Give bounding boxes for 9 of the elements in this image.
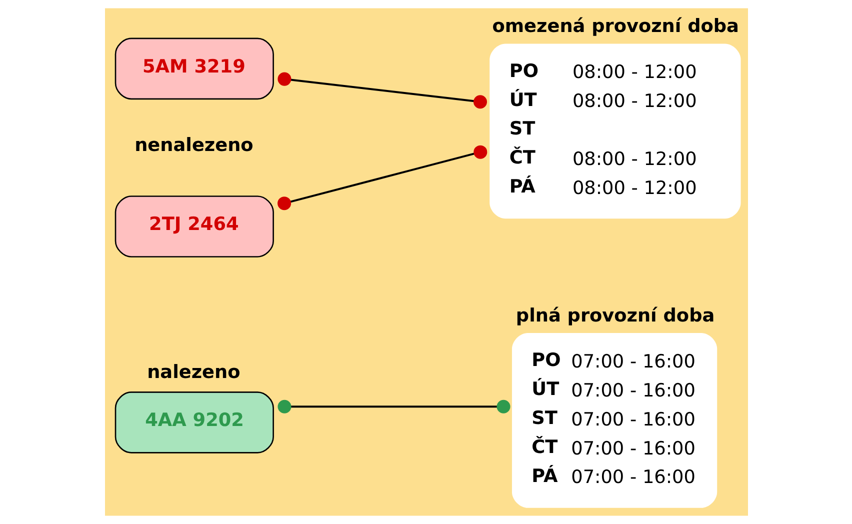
connector <box>277 145 487 210</box>
label: nenalezeno <box>134 135 253 156</box>
node-box: PO 08:00 - 12:00 ÚT 08:00 - 12:00 ST ČT 08:00 - 12:00 PÁ 08:00 - 12:00 <box>489 44 740 219</box>
connector <box>277 72 486 109</box>
connector <box>277 400 510 414</box>
node-label: omezená provozní doba <box>492 16 738 38</box>
node-box: PO 07:00 - 16:00 ÚT 07:00 - 16:00 ST 07:00 - 16:00 ČT 07:00 - 16:00 PÁ 07:00 - 16:00 <box>511 333 717 508</box>
node-label: plná provozní doba <box>515 305 714 326</box>
node-label: nalezeno <box>146 362 240 383</box>
